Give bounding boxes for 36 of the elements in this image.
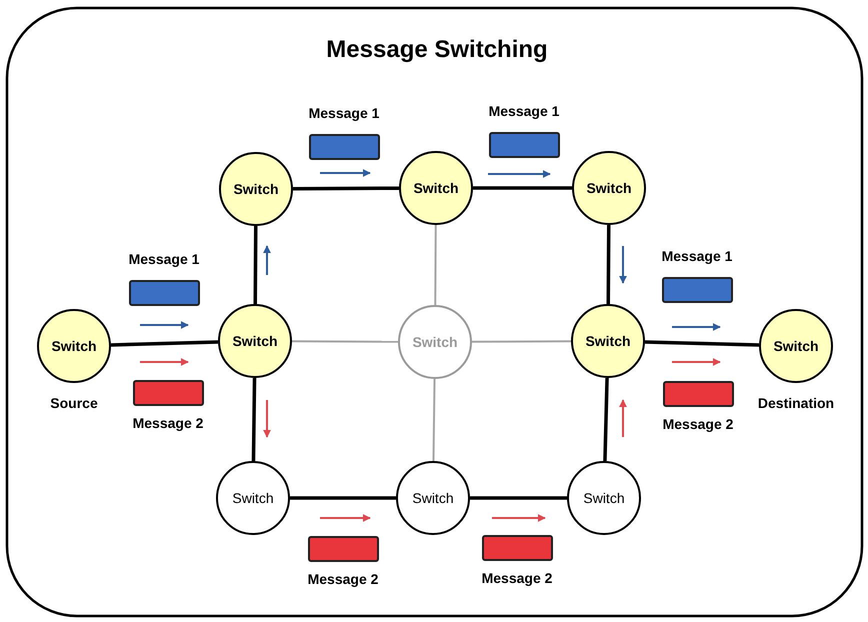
connection-line [470,496,567,500]
connection-line [254,226,258,304]
switch-node: Switch [37,309,111,383]
switch-node: Switch [759,309,833,383]
diagram-title: Message Switching [326,36,548,64]
connection-line [472,340,571,343]
connection-line [110,340,218,347]
connection-line [252,378,256,462]
message-label: Message 2 [662,416,734,432]
switch-node: Switch [218,304,292,378]
connection-line [603,378,609,462]
connection-line [473,186,572,190]
switch-node: Switch [396,461,470,535]
switch-node: Switch [398,305,472,379]
switch-node: Switch [571,304,645,378]
message-label: Message 2 [482,570,552,586]
switch-node: Switch [572,151,646,225]
switch-node: Switch [216,461,290,535]
message-label: Message 2 [132,415,204,431]
message-label: Message 1 [488,103,560,119]
switch-node: Switch [219,152,293,226]
node-caption: Source [50,395,98,411]
message-label: Message 1 [308,105,380,121]
switch-node: Switch [567,461,641,535]
connection-line [292,340,398,343]
switch-node: Switch [399,151,473,225]
message-label: Message 1 [128,251,200,267]
connection-line [432,378,436,462]
message-label: Message 2 [308,571,378,587]
node-caption: Destination [758,395,834,411]
connection-line [290,496,396,500]
connection-line [644,340,760,347]
message-label: Message 1 [662,248,732,264]
connection-line [434,225,437,305]
connection-line [292,186,400,191]
connection-line [606,224,610,304]
